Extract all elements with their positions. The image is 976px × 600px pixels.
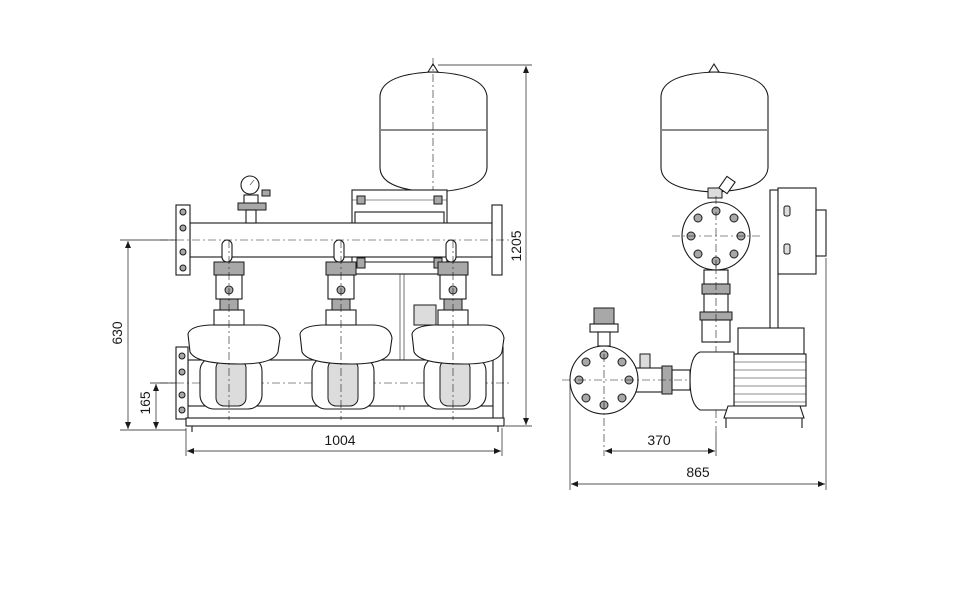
control-box-side [769, 187, 827, 331]
suction-line-side [631, 353, 691, 395]
dimension-label-165: 165 [137, 391, 153, 415]
dimension-side-offset: 370 [605, 432, 717, 456]
pressure-tank-side [660, 62, 769, 199]
dimension-depth-total: 865 [569, 258, 827, 490]
dimension-label-630: 630 [109, 321, 125, 345]
valve-stack-side [699, 266, 733, 432]
dimension-inlet-height: 165 [137, 382, 176, 429]
pressure-tank-front [379, 58, 488, 200]
dimension-label-865: 865 [686, 464, 710, 480]
front-view: 1205 630 165 1004 [109, 58, 532, 456]
base-frame-front [185, 417, 505, 432]
dimension-height-total: 1205 [438, 64, 532, 427]
dimension-label-1004: 1004 [324, 432, 355, 448]
dimension-label-1205: 1205 [508, 230, 524, 261]
pump-unit-3 [411, 239, 505, 420]
dimension-width-total: 1004 [185, 428, 503, 456]
pump-unit-1 [187, 239, 281, 420]
suction-flange-side [562, 307, 690, 456]
pump-motor-side [689, 327, 807, 428]
side-view: 370 865 [562, 62, 827, 490]
dimension-header-height: 630 [109, 239, 186, 431]
pressure-gauge [237, 175, 271, 224]
dimension-label-370: 370 [647, 432, 671, 448]
discharge-flange-side [672, 196, 760, 274]
pump-unit-2 [299, 239, 393, 420]
